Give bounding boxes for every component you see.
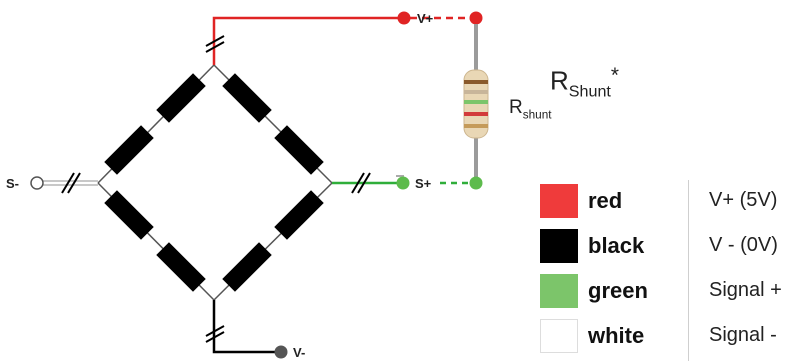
- shunt-resistor: [463, 24, 489, 178]
- legend-meaning: Signal +: [709, 279, 782, 301]
- rshunt-main-label: RShunt*: [550, 64, 619, 101]
- resistor-bottom-left-1: [104, 190, 154, 240]
- resistor-top-left-1: [156, 73, 206, 123]
- resistor-top-right-2: [274, 125, 324, 175]
- legend-meaning: V - (0V): [709, 234, 778, 256]
- resistor-bottom-left-2: [156, 242, 206, 292]
- legend-row-green: green Signal +: [538, 270, 790, 315]
- legend-row-white: white Signal -: [538, 315, 790, 360]
- resistor-top-right-1: [222, 73, 272, 123]
- swatch-red: [540, 184, 578, 218]
- legend-row-red: red V+ (5V): [538, 180, 790, 225]
- splus-shunt-terminal: [469, 176, 483, 190]
- sminus-wire: [43, 172, 98, 194]
- legend-meaning: Signal -: [709, 324, 777, 346]
- legend-color-name: green: [588, 278, 648, 303]
- legend-divider: [688, 180, 689, 361]
- vplus-label: V+: [417, 11, 434, 26]
- bridge-resistors: [104, 73, 324, 292]
- resistor-bottom-right-1: [274, 190, 324, 240]
- vplus-wire: [205, 16, 470, 65]
- vplus-terminal: [397, 11, 411, 25]
- sminus-label: S-: [6, 176, 19, 191]
- sminus-terminal: [30, 176, 44, 190]
- rshunt-small-label: Rshunt: [509, 97, 552, 122]
- swatch-green: [540, 274, 578, 308]
- splus-terminal: [396, 176, 410, 190]
- vminus-wire: [205, 300, 278, 354]
- vminus-label: V-: [293, 345, 306, 360]
- vminus-terminal: [274, 345, 288, 359]
- resistor-top-left-2: [104, 125, 154, 175]
- splus-label: S+: [415, 176, 432, 191]
- resistor-bottom-right-2: [222, 242, 272, 292]
- swatch-black: [540, 229, 578, 263]
- vplus-shunt-terminal: [469, 11, 483, 25]
- legend-color-name: red: [588, 188, 623, 213]
- legend-meaning: V+ (5V): [709, 189, 778, 211]
- legend-color-name: black: [588, 233, 645, 258]
- splus-wire: [332, 172, 470, 194]
- bridge-wires: [97, 64, 333, 301]
- swatch-white: [540, 319, 578, 353]
- color-legend: red V+ (5V) black V - (0V) green Signal …: [538, 180, 790, 361]
- legend-row-black: black V - (0V): [538, 225, 790, 270]
- legend-color-name: white: [588, 323, 645, 348]
